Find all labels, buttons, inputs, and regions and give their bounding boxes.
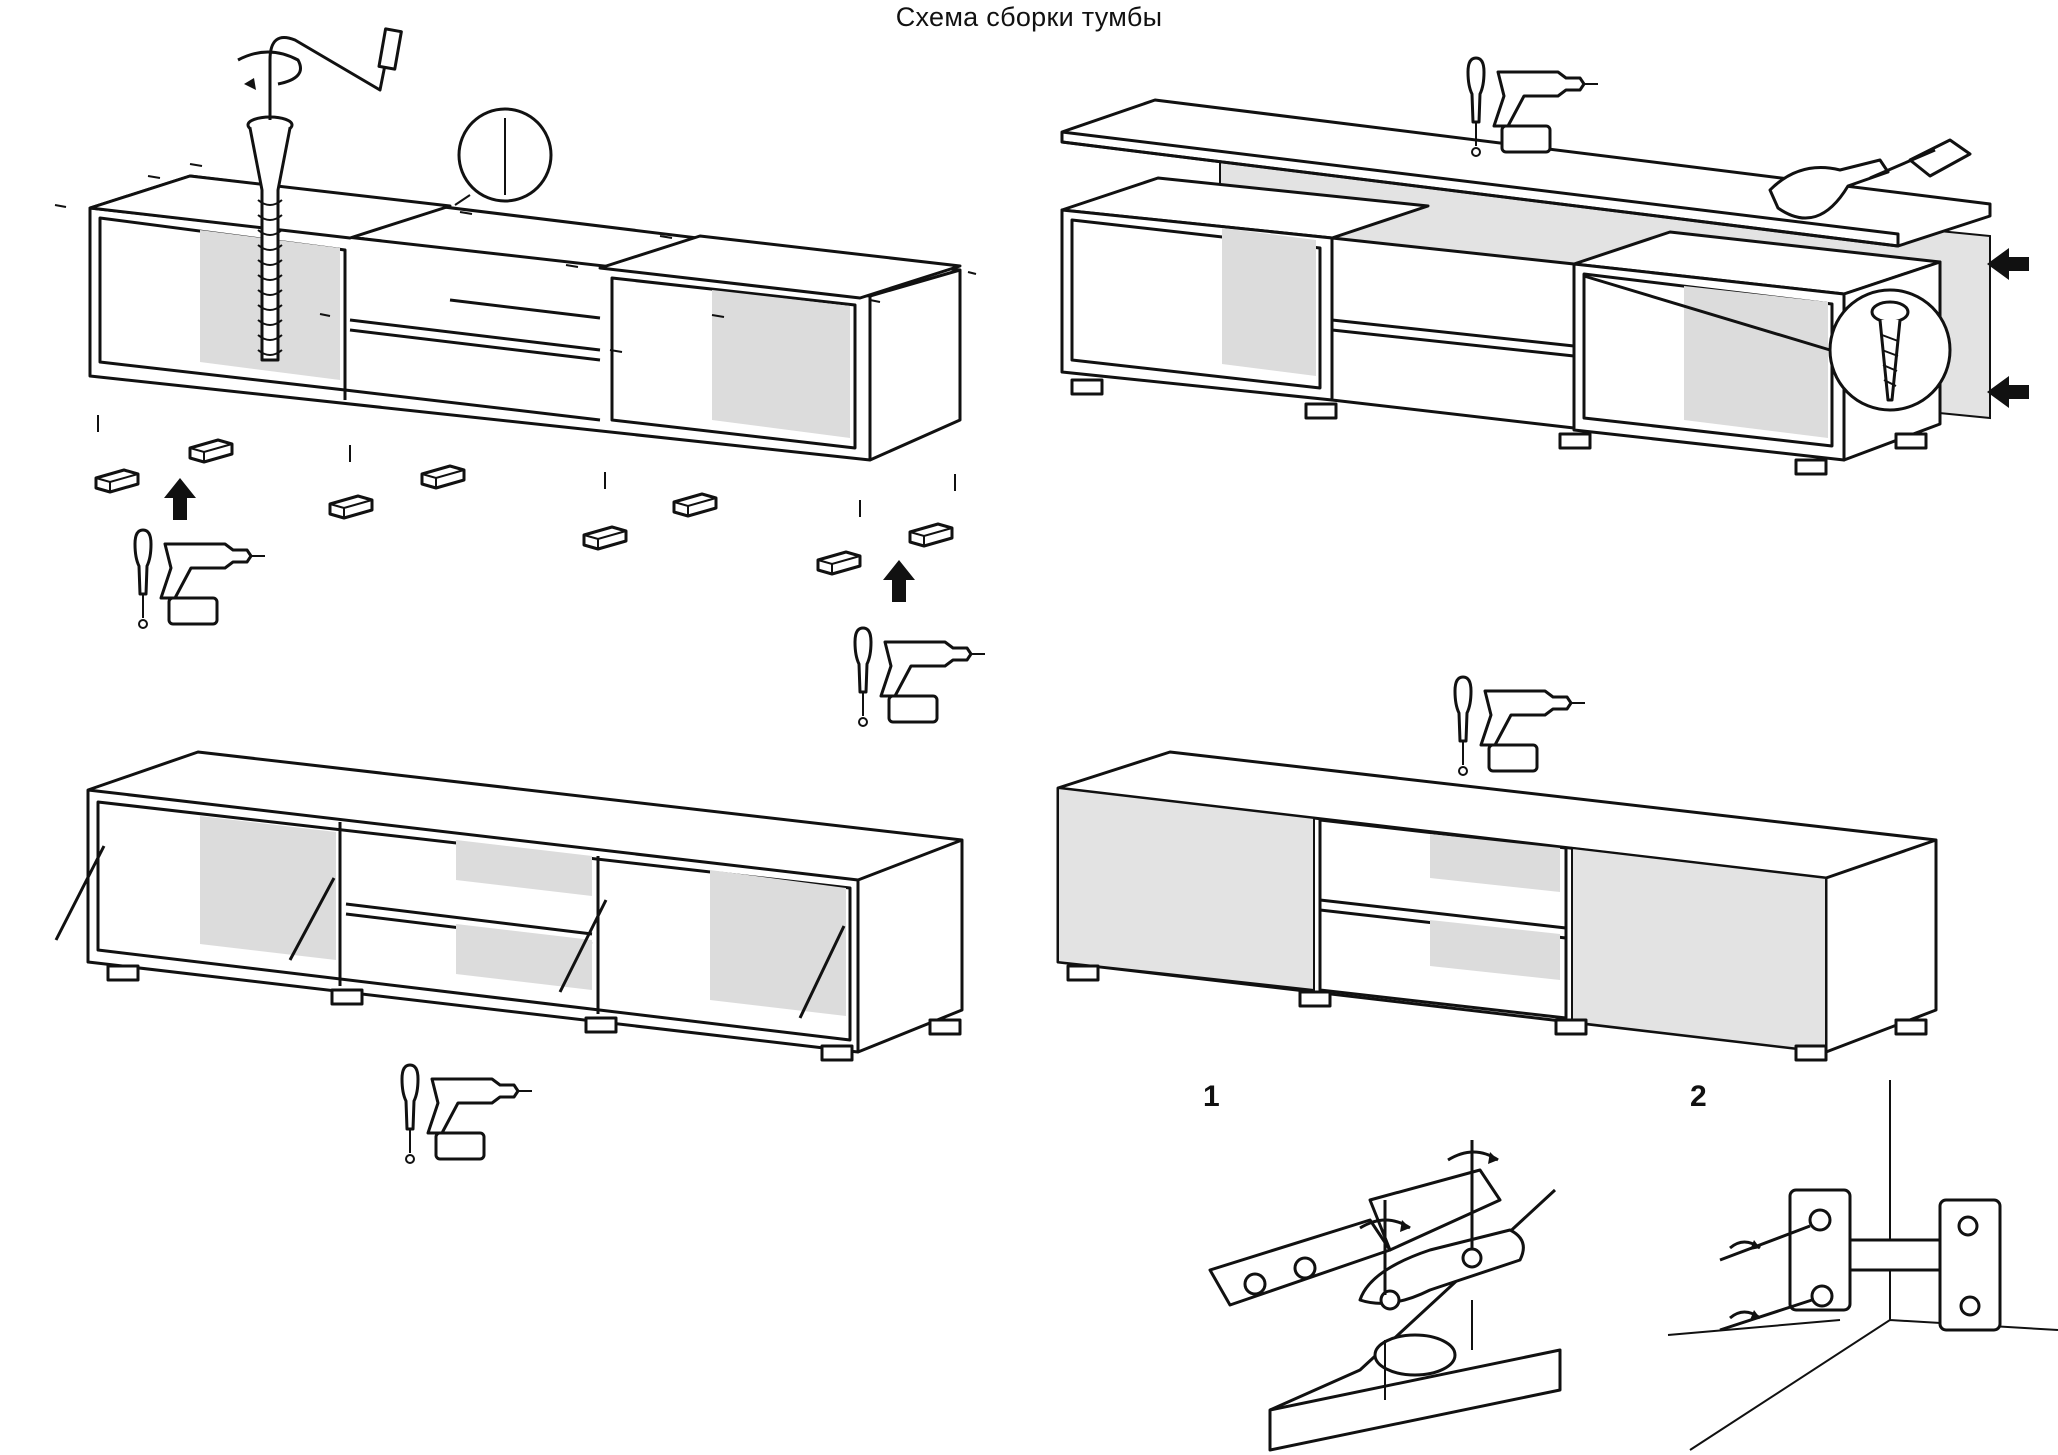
left-arrow-icon xyxy=(1987,248,2029,280)
finished-cabinet-figure xyxy=(1056,675,1938,1062)
left-arrow-icon xyxy=(1987,376,2029,408)
page-title: Схема сборки тумбы xyxy=(895,2,1163,32)
hammer-icon xyxy=(1768,138,1972,220)
hinge-icon xyxy=(1788,1188,2002,1332)
hinge-mounting-figure xyxy=(1208,1140,1562,1452)
drill-icon xyxy=(1453,675,1587,777)
drill-icon xyxy=(400,1063,534,1165)
up-arrow-icon xyxy=(883,560,915,602)
top-and-back-panel-figure xyxy=(1060,56,2029,476)
step-number-1: 1 xyxy=(1203,1080,1220,1113)
rotate-arrow-icon xyxy=(1729,1240,1761,1320)
drill-icon xyxy=(133,528,267,630)
rotate-arrow-icon xyxy=(1359,1150,1499,1232)
drill-icon xyxy=(853,626,987,728)
screw-detail-icon xyxy=(1870,300,1910,402)
hinge-adjustment-figure xyxy=(1667,1080,2058,1451)
up-arrow-icon xyxy=(164,478,196,520)
hinge-icon xyxy=(1208,1218,1525,1311)
frame-assembly-figure xyxy=(54,27,987,728)
step-number-2: 2 xyxy=(1690,1080,1707,1113)
rotate-arrow-icon xyxy=(237,50,302,90)
door-stays-figure xyxy=(54,750,964,1165)
